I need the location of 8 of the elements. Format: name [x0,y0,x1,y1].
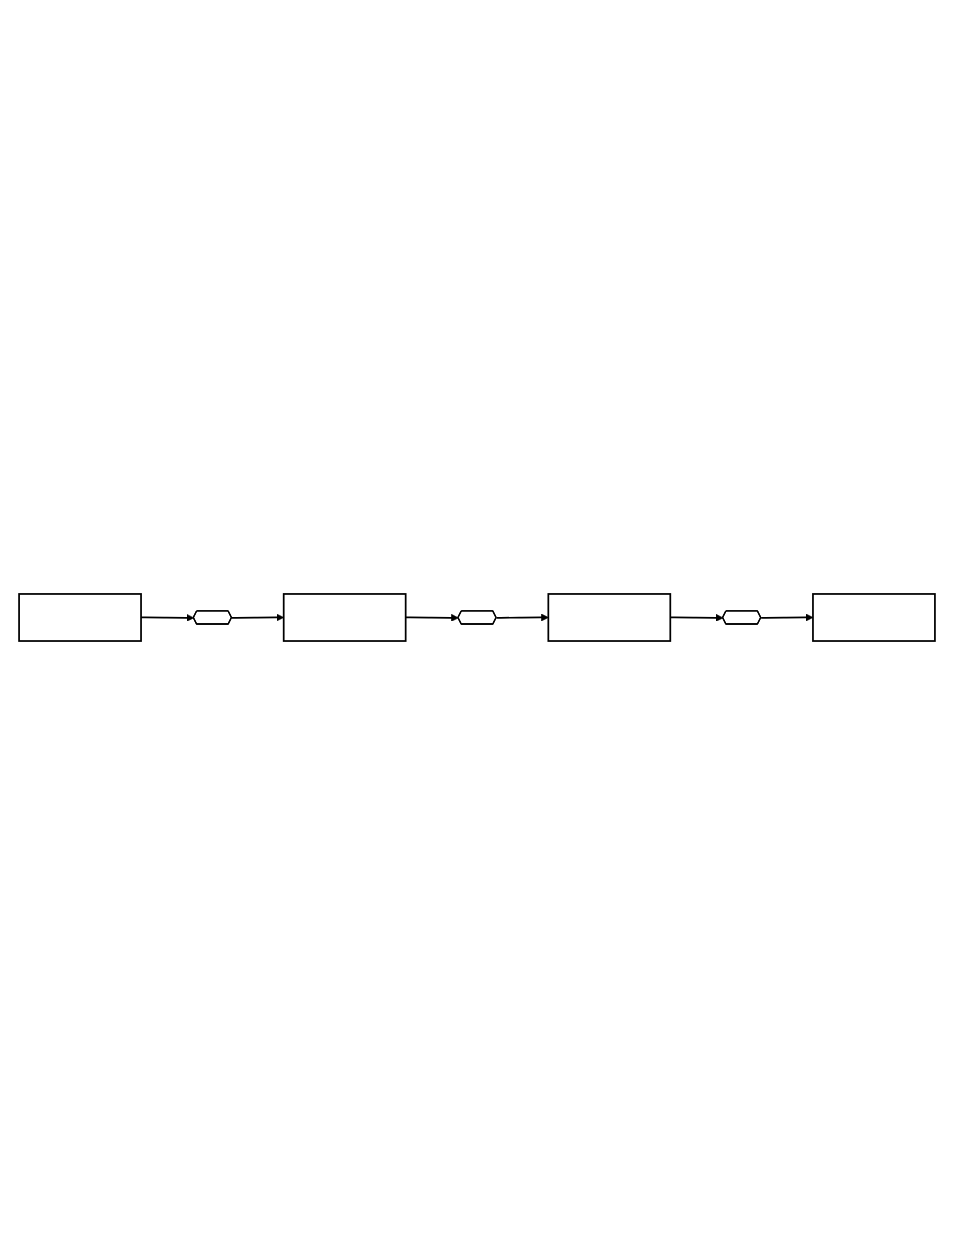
screen-box [812,593,936,642]
arrow [495,613,549,622]
button-icon [457,610,497,625]
button-icon [192,610,233,625]
screen-box [282,593,407,642]
button-icon [721,610,762,625]
screen-box [18,593,142,642]
screen-box [547,593,672,642]
